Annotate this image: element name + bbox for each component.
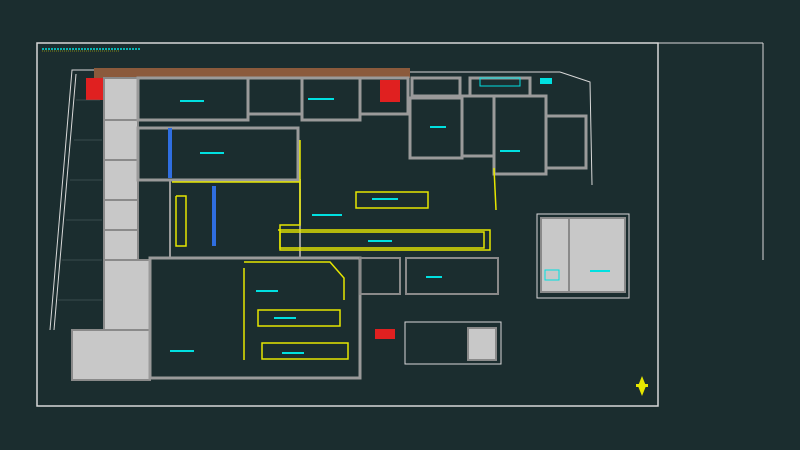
stair-red-center	[380, 80, 400, 102]
southwest-block	[71, 329, 151, 381]
site-boundary	[49, 69, 593, 331]
site-hatching	[58, 99, 102, 301]
room-labels	[170, 77, 610, 354]
east-annex	[536, 213, 630, 299]
north-arrow-icon	[636, 376, 648, 396]
central-hall	[136, 126, 362, 380]
north-rooms	[136, 76, 588, 176]
sheet-title-block	[42, 48, 140, 52]
blue-column-1	[168, 128, 172, 178]
hall-south	[148, 256, 362, 380]
red-vehicle-icon	[375, 329, 395, 339]
stair-red-left	[86, 78, 106, 100]
building-west-wing	[71, 77, 151, 381]
blue-column-2	[212, 186, 216, 246]
roof-strip	[94, 68, 410, 78]
south-annex	[359, 257, 502, 365]
sheet-frame	[36, 42, 764, 407]
west-lobby	[103, 259, 151, 331]
drawing-border	[36, 42, 659, 407]
circulation-paths	[172, 140, 497, 360]
